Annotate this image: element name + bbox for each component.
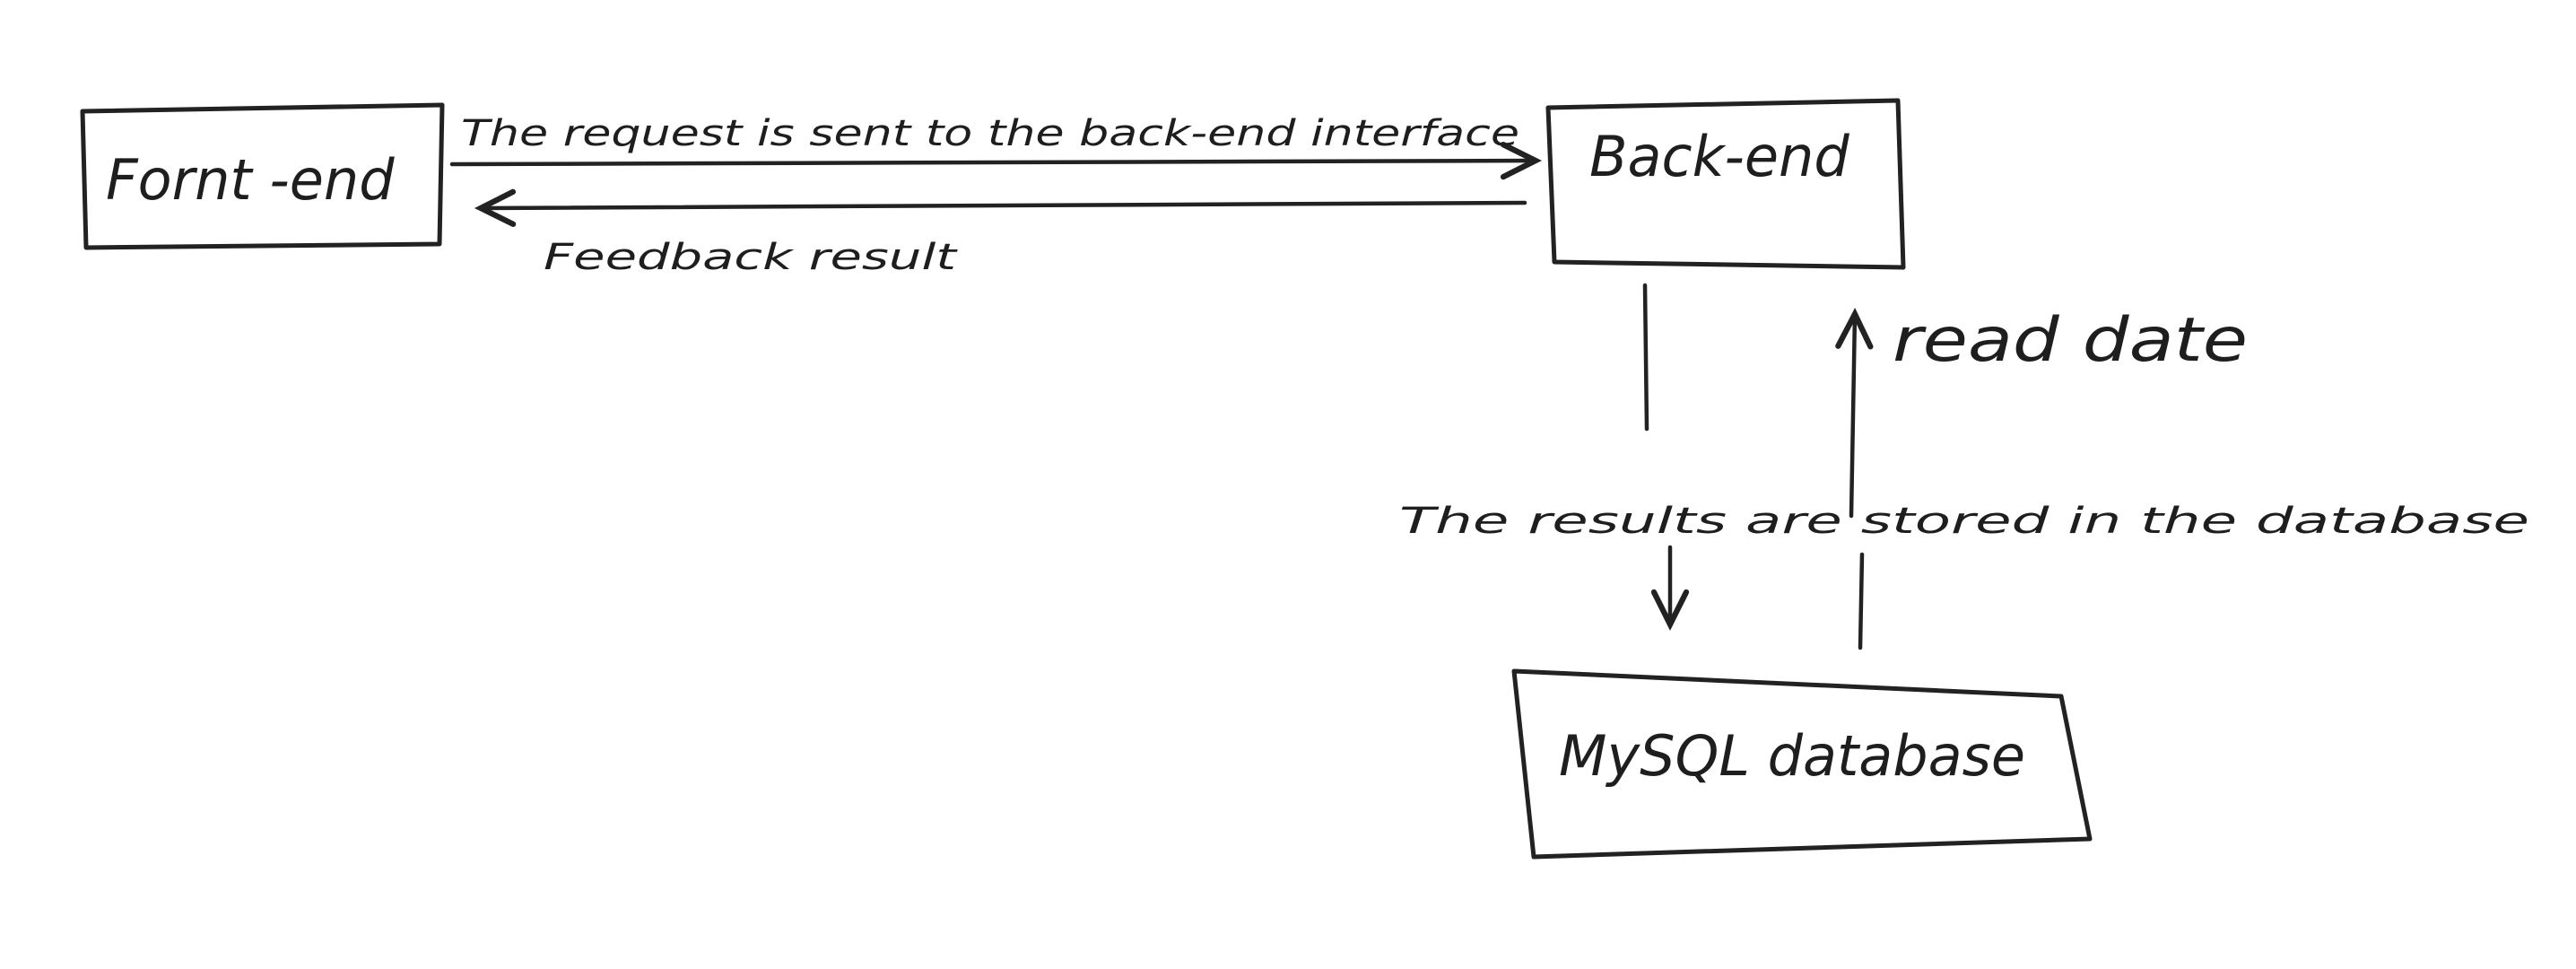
feedback-edge: Feedback result <box>474 188 1527 278</box>
request-arrow <box>449 141 1543 180</box>
backend-label: Back-end <box>1589 124 1849 189</box>
store-line-upper <box>1642 283 1649 432</box>
feedback-arrow <box>474 188 1527 227</box>
read-label: read date <box>1893 305 2248 376</box>
frontend-node: Fornt -end <box>80 102 445 250</box>
feedback-label: Feedback result <box>544 237 958 278</box>
read-arrow-upper <box>1835 307 1874 519</box>
read-line-lower <box>1858 552 1865 650</box>
frontend-label: Fornt -end <box>106 147 395 213</box>
read-edge: read date <box>1835 305 2248 650</box>
backend-node: Back-end <box>1545 98 1906 270</box>
store-edge: The results are stored in the database <box>1399 283 2529 632</box>
database-label: MySQL database <box>1559 723 2025 789</box>
database-node: MySQL database <box>1511 668 2093 860</box>
request-edge: The request is sent to the back-end inte… <box>449 113 1543 180</box>
request-label: The request is sent to the back-end inte… <box>461 113 1519 154</box>
store-label: The results are stored in the database <box>1399 501 2529 542</box>
